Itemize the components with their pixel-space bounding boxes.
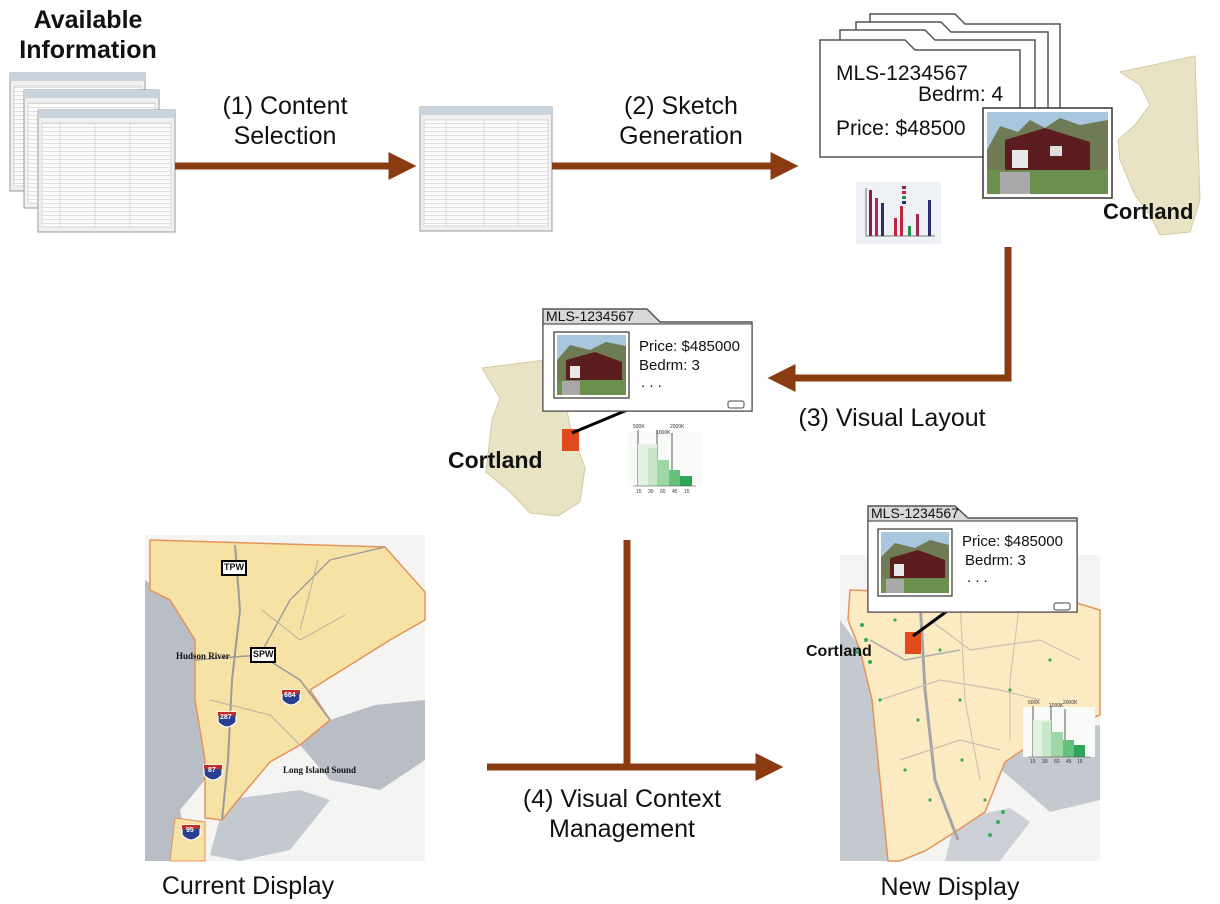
listing-dots (856, 618, 1052, 837)
spw-label: SPW (253, 649, 274, 659)
layout-price-text: Price: $485000 (639, 338, 740, 355)
new-hist-bottom-tick-5: 15 (1077, 759, 1083, 765)
cortland-label-new: Cortland (806, 643, 872, 660)
cortland-label-sketch: Cortland (1103, 199, 1194, 224)
new-cortland-marker (905, 632, 921, 654)
visual-layout-arrow (767, 247, 1012, 392)
selected-spreadsheet-icon (419, 106, 553, 232)
new-ellipsis-text: . . . (967, 569, 988, 586)
new-price-text: Price: $485000 (962, 533, 1063, 550)
sketch-generation-line-2: Generation (619, 121, 743, 150)
new-hist-top-tick-2: 1000K (1049, 703, 1064, 709)
i684-label: 684 (284, 692, 296, 699)
bar-chart-thumbnail (856, 182, 941, 244)
interstate-95-icon (181, 824, 201, 841)
new-bedrm-text: Bedrm: 3 (965, 552, 1026, 569)
sketch-generation-label: (2) Sketch Generation (586, 92, 776, 151)
visual-layout-label: (3) Visual Layout (798, 404, 986, 432)
interstate-287-icon (217, 711, 237, 728)
interstate-87-icon (203, 764, 223, 781)
layout-mls-text: MLS-1234567 (546, 308, 634, 324)
layout-bedrm-text: Bedrm: 3 (639, 357, 700, 374)
spw-label-box (250, 647, 276, 663)
current-display-label: Current Display (161, 872, 335, 900)
hist-bottom-tick-2: 30 (648, 489, 654, 495)
hist-top-tick-1: 500K (633, 424, 645, 430)
house-photo (982, 107, 1113, 199)
hist-bottom-tick-3: 60 (660, 489, 666, 495)
visual-context-management-label: (4) Visual Context Management (490, 785, 754, 844)
content-selection-label: (1) Content Selection (190, 92, 380, 151)
layout-ellipsis-text: . . . (641, 374, 662, 391)
available-information-label: Available Information (8, 6, 168, 65)
hudson-river-label: Hudson River (176, 651, 230, 661)
tpw-label-box (221, 560, 247, 576)
new-hist-top-tick-1: 500K (1028, 700, 1040, 706)
new-hist-top-tick-3: 2000K (1063, 700, 1078, 706)
visual-context-line-2: Management (549, 814, 695, 843)
available-line-1: Available (33, 6, 143, 34)
i87-label: 87 (208, 767, 216, 774)
sketch-card-stack (819, 13, 1061, 158)
hist-bottom-tick-4: 45 (672, 489, 678, 495)
hist-top-tick-2: 1000K (656, 430, 671, 436)
long-island-sound-label: Long Island Sound (283, 765, 357, 775)
content-selection-line-1: (1) Content (222, 92, 348, 120)
mini-histogram (628, 430, 702, 487)
mini-histogram-new (1023, 706, 1095, 758)
content-selection-line-2: Selection (233, 121, 337, 150)
new-hist-bottom-tick-2: 30 (1042, 759, 1048, 765)
sketch-bedrm-text: Bedrm: 4 (918, 83, 1004, 106)
i95-label: 95 (186, 827, 194, 834)
hist-bottom-tick-1: 15 (636, 489, 642, 495)
sketch-generation-line-1: (2) Sketch (624, 92, 738, 120)
house-photo-new (877, 528, 953, 597)
tpw-label: TPW (224, 562, 244, 572)
spreadsheet-stack-icon (9, 72, 176, 233)
house-photo-small (553, 331, 630, 399)
sketch-mls-text: MLS-1234567 (836, 62, 968, 85)
hist-top-tick-3: 2000K (670, 424, 685, 430)
sketch-price-text: Price: $48500 (836, 117, 966, 140)
new-hist-bottom-tick-1: 15 (1030, 759, 1036, 765)
callout-leader-line (571, 406, 633, 435)
hist-bottom-tick-5: 15 (684, 489, 690, 495)
visual-context-line-1: (4) Visual Context (522, 785, 722, 813)
new-hist-bottom-tick-3: 60 (1054, 759, 1060, 765)
new-display-label: New Display (880, 873, 1020, 901)
new-mls-text: MLS-1234567 (871, 505, 959, 521)
current-display-map (145, 535, 426, 862)
cortland-region-shape (1117, 55, 1201, 236)
cortland-marker (562, 429, 579, 451)
new-hist-bottom-tick-4: 45 (1066, 759, 1072, 765)
interstate-684-icon (281, 689, 301, 706)
available-line-2: Information (19, 35, 157, 64)
cortland-label-layout: Cortland (448, 447, 543, 473)
i287-label: 287 (220, 714, 232, 721)
